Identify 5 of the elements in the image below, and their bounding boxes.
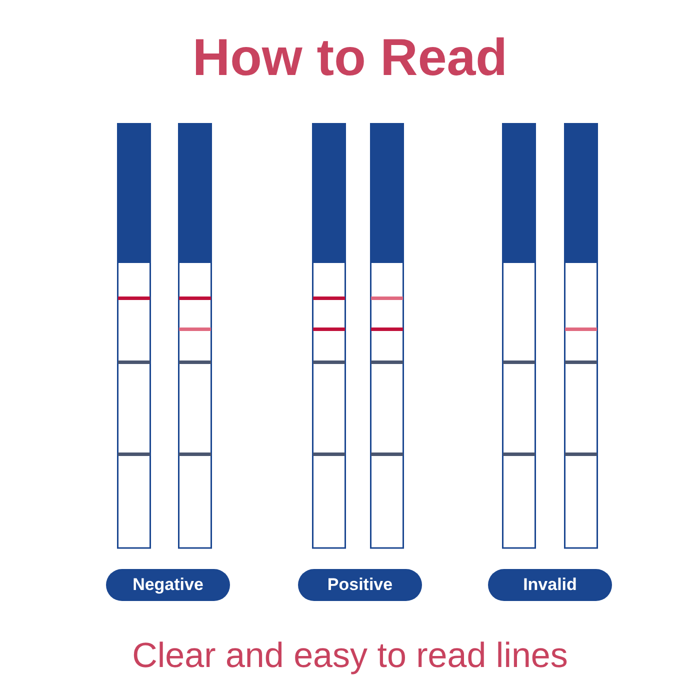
result-label: Negative bbox=[106, 569, 230, 601]
title: How to Read bbox=[192, 28, 508, 88]
result-label: Invalid bbox=[488, 569, 612, 601]
caption: Clear and easy to read lines bbox=[132, 636, 568, 676]
result-label: Positive bbox=[298, 569, 422, 601]
